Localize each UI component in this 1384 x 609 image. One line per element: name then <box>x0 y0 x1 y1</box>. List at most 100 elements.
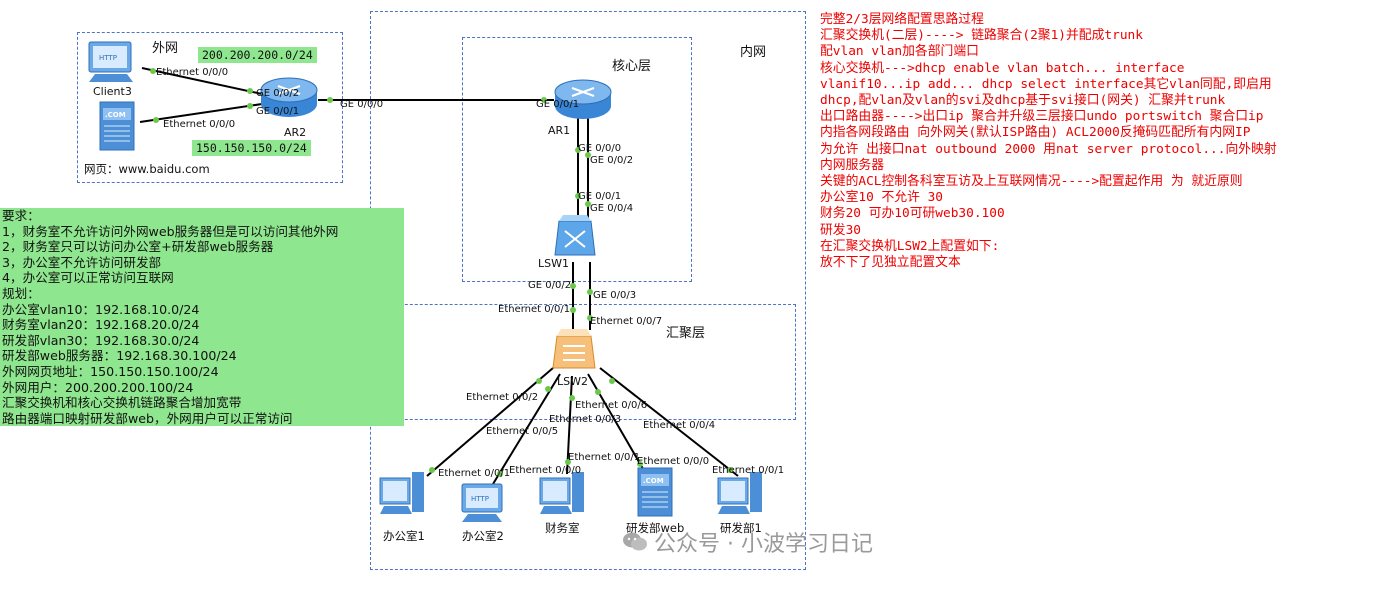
note-line: 为允许 出接口nat outbound 2000 用nat server pro… <box>820 141 1277 157</box>
webpage-label: 网页：www.baidu.com <box>84 162 210 176</box>
port-label: GE 0/0/2 <box>528 280 572 291</box>
device-label-client3: Client3 <box>93 85 132 98</box>
svg-text:HTTP: HTTP <box>471 495 489 503</box>
port-label: Ethernet 0/0/3 <box>549 414 622 425</box>
port-dot <box>247 88 253 94</box>
port-label: Ethernet 0/0/6 <box>575 400 648 411</box>
port-label: Ethernet 0/0/0 <box>637 456 710 467</box>
port-label: GE 0/0/1 <box>536 99 580 110</box>
port-label: GE 0/0/3 <box>593 290 637 301</box>
zone-label-external: 外网 <box>152 41 179 56</box>
port-dot <box>585 201 591 207</box>
port-label: Ethernet 0/0/0 <box>156 67 229 78</box>
device-label-office2: 办公室2 <box>462 529 504 543</box>
requirement-line: 外网用户：200.200.200.100/24 <box>2 379 194 395</box>
zone-label-core: 核心层 <box>612 59 652 74</box>
port-dot <box>609 378 615 384</box>
svg-text:.COM: .COM <box>105 111 126 119</box>
note-line: 放不下了见独立配置文本 <box>820 255 961 271</box>
watermark-text: 公众号 · 小波学习日记 <box>654 532 873 557</box>
server-rdweb-icon: .COM <box>637 467 673 517</box>
port-dot <box>541 97 547 103</box>
device-label-ar2: AR2 <box>284 126 307 139</box>
port-label: GE 0/0/2 <box>256 88 300 99</box>
port-label: GE 0/0/4 <box>590 203 634 214</box>
port-dot <box>247 103 253 109</box>
port-dot <box>150 68 156 74</box>
requirement-line: 研发部web服务器：192.168.30.100/24 <box>2 348 237 364</box>
wechat-icon <box>622 531 648 559</box>
port-dot <box>637 461 643 467</box>
port-dot <box>565 459 571 465</box>
zone-label-aggregation: 汇聚层 <box>666 326 706 341</box>
link-client3-ar2 <box>141 67 263 95</box>
note-line: 财务20 可办10可研web30.100 <box>820 206 1005 222</box>
device-label-ar1: AR1 <box>548 124 571 137</box>
switch-lsw2-icon <box>552 329 596 369</box>
link-server-ar2 <box>139 103 263 123</box>
device-label-lsw2: LSW2 <box>557 375 588 388</box>
note-line: 核心交换机--->dhcp enable vlan batch... inter… <box>820 60 1185 76</box>
port-dot <box>545 386 551 392</box>
port-dot <box>327 97 333 103</box>
requirement-line: 3，办公室不允许访问研发部 <box>2 254 162 270</box>
requirement-line: 要求： <box>2 208 40 223</box>
link-lsw2-finance <box>566 375 573 475</box>
port-dot <box>587 315 593 321</box>
port-label: GE 0/0/1 <box>256 106 300 117</box>
client3-icon: HTTP <box>88 41 133 82</box>
port-dot <box>575 147 581 153</box>
note-line: dhcp,配vlan及vlan的svi及dhcp基于svi接口(网关) 汇聚并t… <box>820 93 1226 109</box>
external-zone <box>77 32 343 183</box>
note-line: 办公室10 不允许 30 <box>820 190 944 206</box>
port-dot <box>570 283 576 289</box>
note-line: 关键的ACL控制各科室互访及上互联网情况---->配置起作用 为 就近原则 <box>820 174 1243 190</box>
pc-office1-icon <box>379 472 424 514</box>
pc-finance-icon <box>539 472 584 514</box>
note-line: 研发30 <box>820 222 862 238</box>
svg-text:HTTP: HTTP <box>99 54 117 62</box>
port-label: GE 0/0/0 <box>578 143 622 154</box>
link-lsw2-rd1 <box>599 367 739 477</box>
requirement-line: 1，财务室不允许访问外网web服务器但是可以访问其他外网 <box>2 223 339 239</box>
port-dot <box>585 152 591 158</box>
note-line: vlanif10...ip add... dhcp select interfa… <box>820 76 1272 92</box>
device-label-rdweb: 研发部web <box>626 521 685 535</box>
port-label: Ethernet 0/0/7 <box>590 316 663 327</box>
port-dot <box>497 471 503 477</box>
http-client-office2-icon: HTTP <box>461 483 503 522</box>
svg-text:.COM: .COM <box>643 477 664 485</box>
port-label: Ethernet 0/0/1 <box>438 468 511 479</box>
port-label: Ethernet 0/0/1 <box>712 465 785 476</box>
note-line: 完整2/3层网络配置思路过程 <box>820 12 984 27</box>
requirement-line: 路由器端口映射研发部web，外网用户可以正常访问 <box>2 410 293 426</box>
link-lsw2-office2 <box>492 373 561 485</box>
port-label: GE 0/0/1 <box>578 191 622 202</box>
port-dot <box>595 389 601 395</box>
port-dot <box>727 467 733 473</box>
port-label: Ethernet 0/0/2 <box>466 392 539 403</box>
requirement-line: 4，办公室可以正常访问互联网 <box>2 270 174 286</box>
requirement-line: 外网网页地址：150.150.150.100/24 <box>2 363 219 379</box>
note-line: 在汇聚交换机LSW2上配置如下: <box>820 238 1000 254</box>
requirement-line: 汇聚交换机和核心交换机链路聚合增加宽带 <box>2 395 242 411</box>
ip-label-wan1: 200.200.200.0/24 <box>198 47 317 63</box>
port-label: Ethernet 0/0/5 <box>486 426 559 437</box>
router-ar1-icon <box>554 79 612 119</box>
port-dot <box>569 395 575 401</box>
core-zone <box>462 37 692 282</box>
switch-lsw1-icon <box>554 215 596 256</box>
port-dot <box>536 378 542 384</box>
requirement-line: 2，财务室只可以访问办公室+研发部web服务器 <box>2 239 274 255</box>
router-ar2-icon <box>260 77 318 117</box>
port-dot <box>575 193 581 199</box>
port-label: GE 0/0/0 <box>340 99 384 110</box>
note-line: 汇聚交换机(二层)----> 链路聚合(2聚1)并配成trunk <box>820 28 1143 44</box>
port-label: Ethernet 0/0/1 <box>498 304 571 315</box>
note-line: 内网服务器 <box>820 157 884 173</box>
watermark: 公众号 · 小波学习日记 <box>622 526 873 559</box>
port-label: GE 0/0/2 <box>590 155 634 166</box>
web-server-icon: .COM <box>99 101 135 151</box>
